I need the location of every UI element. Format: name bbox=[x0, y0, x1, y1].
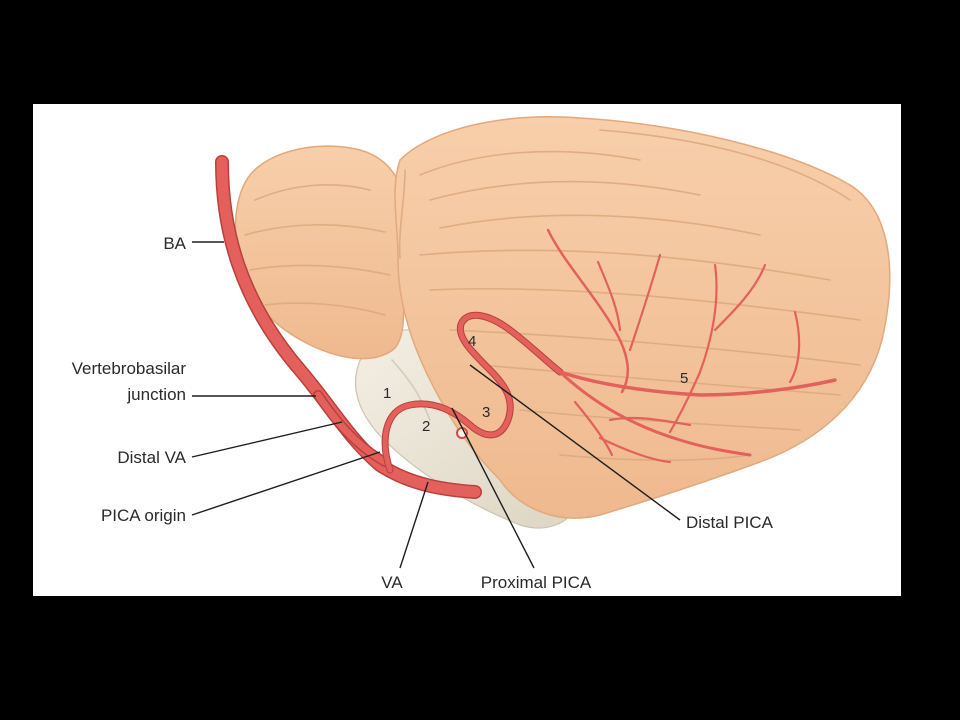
segment-number: 2 bbox=[422, 418, 430, 435]
leader-proximal-pica bbox=[451, 407, 535, 569]
segment-number: 3 bbox=[482, 404, 490, 421]
leader-pica-origin bbox=[191, 451, 381, 516]
leader-va bbox=[399, 481, 429, 569]
label-va: VA bbox=[381, 573, 403, 592]
label-vb-junction-line2: junction bbox=[126, 385, 186, 404]
label-proximal-pica: Proximal PICA bbox=[481, 573, 592, 592]
distal-pica-branches bbox=[546, 228, 837, 464]
leader-distal-va bbox=[191, 421, 343, 458]
leader-lines bbox=[191, 241, 681, 569]
label-distal-pica: Distal PICA bbox=[686, 513, 774, 532]
segment-number: 4 bbox=[468, 333, 476, 350]
brainstem-fold bbox=[391, 359, 431, 421]
leader-distal-pica bbox=[469, 364, 681, 521]
label-ba: BA bbox=[163, 234, 186, 253]
label-distal-va: Distal VA bbox=[117, 448, 186, 467]
segment-number: 5 bbox=[680, 370, 688, 387]
segment-number: 1 bbox=[383, 385, 391, 402]
cerebellar-folia bbox=[244, 129, 861, 462]
vertebrobasilar-arteries bbox=[215, 155, 482, 499]
pica-artery bbox=[381, 311, 564, 474]
label-vb-junction-line1: Vertebrobasilar bbox=[72, 359, 187, 378]
label-pica-origin: PICA origin bbox=[101, 506, 186, 525]
